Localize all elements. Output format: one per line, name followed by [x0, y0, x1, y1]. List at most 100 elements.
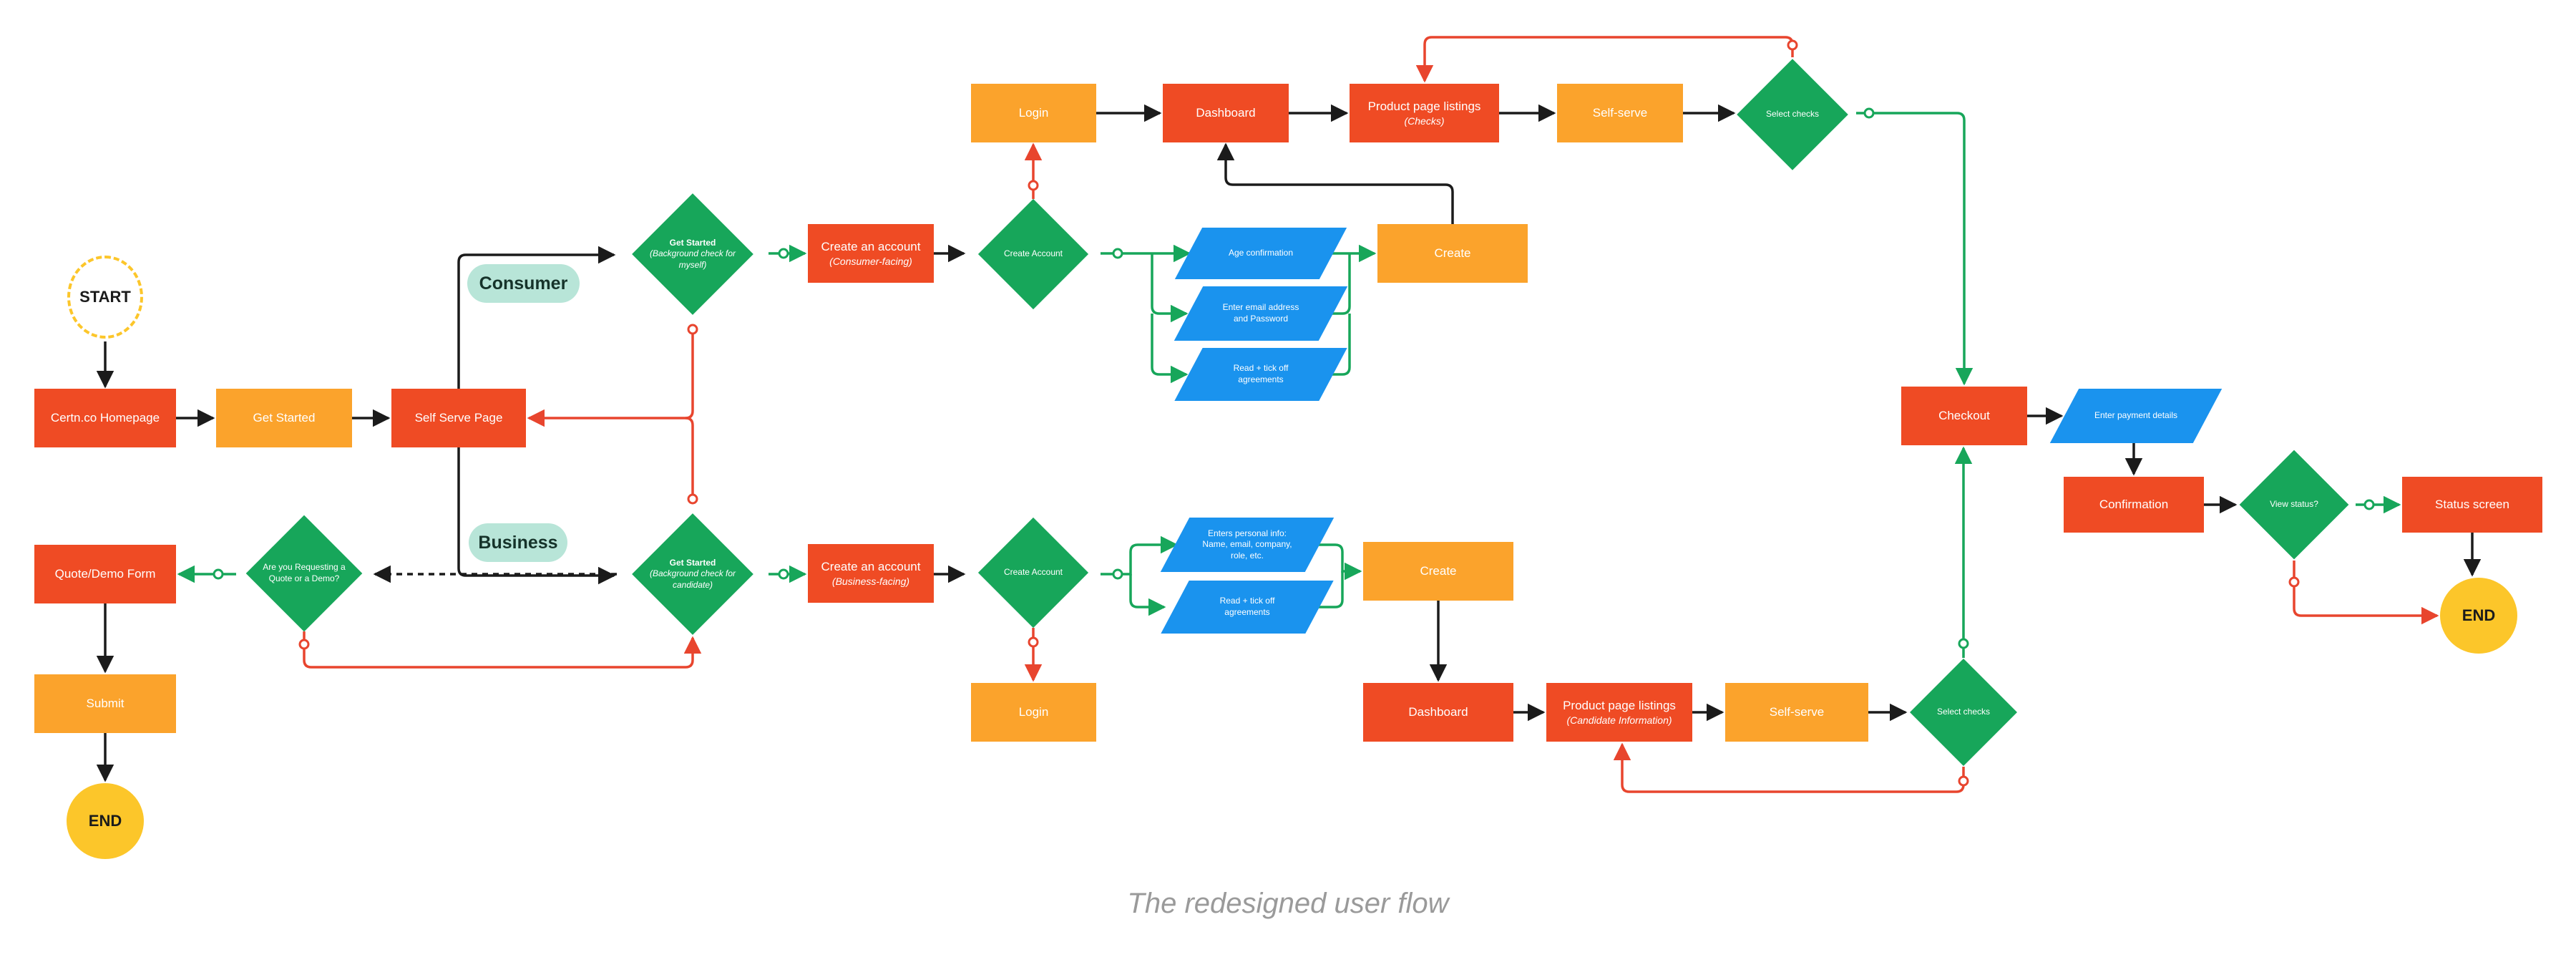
- email-password-label: Enter email address and Password: [1222, 302, 1299, 324]
- business-tag: Business: [469, 523, 567, 562]
- login-bottom-label: Login: [1018, 704, 1049, 719]
- edge-marker-dot: [687, 324, 698, 335]
- start-label: START: [79, 287, 131, 306]
- login-top-label: Login: [1018, 105, 1049, 120]
- edge-marker-dot: [1112, 248, 1123, 259]
- product-listings-bottom-label: Product page listings: [1563, 698, 1676, 712]
- edge-personal-to-create-b: [1304, 543, 1362, 581]
- select-checks-top-decision: Select checks: [1729, 57, 1856, 172]
- personal-info-input: Enters personal info: Name, email, compa…: [1160, 518, 1335, 572]
- select-checks-top-label: Select checks: [1765, 109, 1820, 120]
- self-serve-page-label: Self Serve Page: [414, 410, 503, 425]
- get-started-business-text: Get Started(Background check for candida…: [645, 558, 739, 591]
- agreements-consumer-input: Read + tick off agreements: [1174, 348, 1347, 401]
- gs-business-sub: (Background check for candidate): [649, 568, 736, 590]
- edge-marker-dot: [1787, 39, 1798, 51]
- diagram-caption: The redesigned user flow: [1127, 888, 1449, 919]
- edge-marker-dot: [1958, 775, 1969, 787]
- edge-marker-dot: [2288, 576, 2300, 588]
- consumer-tag-label: Consumer: [479, 273, 568, 294]
- edge-marker-dot: [1028, 180, 1039, 191]
- dashboard-top-box: Dashboard: [1163, 84, 1289, 142]
- edge-marker-dot: [1863, 107, 1875, 119]
- create-account-business-decision: Create Account: [966, 517, 1101, 629]
- edge-status-no-to-end: [2293, 561, 2439, 625]
- self-serve-top-label: Self-serve: [1592, 105, 1648, 120]
- product-listings-top-sub: (Checks): [1404, 115, 1445, 127]
- personal-info-label: Enters personal info: Name, email, compa…: [1202, 528, 1292, 561]
- create-consumer-label: Create: [1434, 246, 1471, 260]
- checkout-label: Checkout: [1938, 408, 1990, 422]
- get-started-consumer-decision: Get Started(Background check for myself): [617, 193, 769, 315]
- edge-marker-dot: [778, 248, 789, 259]
- create-account-consumer-decision: Create Account: [966, 198, 1101, 310]
- create-account-consumer-box: Create an account (Consumer-facing): [808, 224, 934, 283]
- edge-create-c-to-dashboard: [1216, 142, 1454, 224]
- self-serve-page-box: Self Serve Page: [391, 389, 526, 447]
- edge-marker-dot: [1958, 638, 1969, 649]
- edge-email-to-create: [1317, 253, 1351, 315]
- edge-agree-b-to-create-b: [1291, 571, 1344, 608]
- submit-box: Submit: [34, 674, 176, 733]
- gs-business-title: Get Started: [669, 557, 716, 568]
- create-consumer-box: Create: [1377, 224, 1528, 283]
- status-screen-label: Status screen: [2435, 497, 2509, 511]
- edge-selfserve-to-business: [457, 447, 616, 585]
- dashboard-bottom-label: Dashboard: [1408, 704, 1468, 719]
- edge-marker-dot: [1112, 568, 1123, 580]
- quote-demo-decision: Are you Requesting a Quote or a Demo?: [236, 515, 372, 632]
- create-account-consumer-sub: (Consumer-facing): [829, 255, 912, 267]
- select-checks-bottom-decision: Select checks: [1902, 658, 2025, 767]
- dashboard-top-label: Dashboard: [1196, 105, 1256, 120]
- login-top-box: Login: [971, 84, 1096, 142]
- end-label-right: END: [2462, 606, 2496, 624]
- product-listings-top-label: Product page listings: [1367, 99, 1481, 113]
- checkout-box: Checkout: [1901, 387, 2027, 445]
- start-terminal: START: [67, 256, 143, 339]
- gs-consumer-title: Get Started: [669, 237, 716, 248]
- create-account-business-sub: (Business-facing): [831, 575, 910, 587]
- edge-business-no-to-selfserve: [685, 417, 694, 499]
- homepage-label: Certn.co Homepage: [50, 410, 160, 425]
- email-password-input: Enter email address and Password: [1174, 286, 1348, 341]
- create-account-consumer-decision-label: Create Account: [1003, 248, 1063, 259]
- dashboard-bottom-box: Dashboard: [1363, 683, 1513, 742]
- self-serve-top-box: Self-serve: [1557, 84, 1683, 142]
- end-terminal-left: END: [67, 783, 144, 859]
- product-listings-top-box: Product page listings (Checks): [1350, 84, 1499, 142]
- end-terminal-right: END: [2440, 578, 2517, 654]
- end-label-left: END: [88, 811, 122, 830]
- self-serve-bottom-label: Self-serve: [1769, 704, 1825, 719]
- edge-select-top-yes: [1856, 112, 1974, 386]
- quote-demo-form-label: Quote/Demo Form: [54, 566, 156, 581]
- payment-details-input: Enter payment details: [2049, 389, 2223, 443]
- edge-decision-b-yes-agree: [1129, 574, 1166, 616]
- age-confirmation-label: Age confirmation: [1228, 248, 1294, 258]
- consumer-tag: Consumer: [467, 264, 580, 303]
- payment-details-label: Enter payment details: [2094, 410, 2178, 421]
- get-started-box: Get Started: [216, 389, 352, 447]
- product-listings-bottom-sub: (Candidate Information): [1566, 714, 1672, 726]
- edge-select-bottom-no: [1613, 742, 1965, 793]
- quote-demo-form-box: Quote/Demo Form: [34, 545, 176, 603]
- create-business-box: Create: [1363, 542, 1513, 601]
- submit-label: Submit: [86, 696, 125, 710]
- self-serve-bottom-box: Self-serve: [1725, 683, 1868, 742]
- login-bottom-box: Login: [971, 683, 1096, 742]
- quote-demo-question: Are you Requesting a Quote or a Demo?: [263, 562, 346, 583]
- create-account-consumer-label: Create an account: [821, 239, 921, 253]
- status-screen-box: Status screen: [2402, 477, 2542, 533]
- edge-marker-dot: [213, 568, 224, 580]
- edge-marker-dot: [1028, 636, 1039, 648]
- age-confirmation-input: Age confirmation: [1174, 228, 1347, 279]
- edge-selfserve-to-consumer: [457, 246, 616, 389]
- agreements-business-input: Read + tick off agreements: [1161, 581, 1334, 634]
- edge-decision-b-yes-personal: [1101, 535, 1179, 576]
- agreements-business-label: Read + tick off agreements: [1219, 596, 1275, 617]
- agreements-consumer-label: Read + tick off agreements: [1233, 363, 1289, 384]
- business-tag-label: Business: [478, 532, 558, 553]
- confirmation-box: Confirmation: [2064, 477, 2204, 533]
- edge-decision-c-yes-agree: [1151, 314, 1189, 384]
